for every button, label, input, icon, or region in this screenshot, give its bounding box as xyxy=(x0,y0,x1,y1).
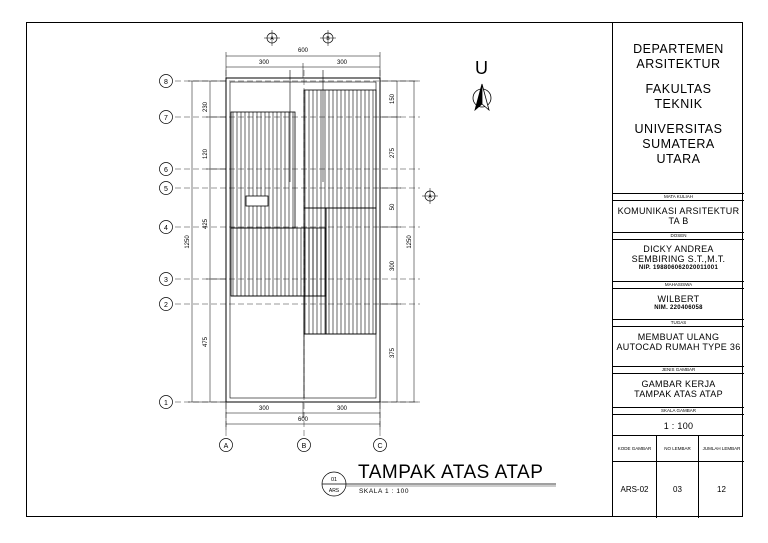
roof-hatch-areas xyxy=(230,70,377,398)
sheet-count-label: JUMLAH LEMBAR xyxy=(699,436,744,462)
drawing-type-line-2: TAMPAK ATAS ATAP xyxy=(634,389,723,399)
lecturer-nip: NIP. 198806062020011001 xyxy=(638,265,719,271)
grid-col-bubbles xyxy=(219,438,387,452)
north-arrow-icon xyxy=(472,83,492,112)
grid-col-label-c: C xyxy=(377,443,382,450)
sheet-info-table: KODE GAMBAR NO LEMBAR JUMLAH LEMBAR ARS-… xyxy=(613,435,744,518)
dim-top-left: 300 xyxy=(259,60,270,66)
dim-left-seg1: 230 xyxy=(203,101,209,112)
dimension-right xyxy=(380,80,418,403)
dim-bottom-right: 300 xyxy=(337,406,348,412)
dim-right-seg4: 300 xyxy=(390,260,396,271)
grid-col-label-b: B xyxy=(302,443,307,450)
lecturer-name-1: DICKY ANDREA xyxy=(643,244,714,254)
section-mark-label-2: B xyxy=(326,36,330,42)
dim-left-seg4: 475 xyxy=(203,336,209,347)
title-block: DEPARTEMEN ARSITEKTUR FAKULTAS TEKNIK UN… xyxy=(612,22,744,518)
grid-row-label-4: 4 xyxy=(164,225,168,232)
north-label: U xyxy=(475,58,488,78)
dimension-bottom xyxy=(225,402,381,430)
view-title-symbol xyxy=(321,471,556,497)
course-value: KOMUNIKASI ARSITEKTUR TA B xyxy=(613,206,744,226)
university-line-2: SUMATERA xyxy=(642,137,715,151)
grid-row-bubbles xyxy=(159,74,173,409)
university-line-1: UNIVERSITAS xyxy=(634,122,723,136)
grid-col-bubble-labels: A B C xyxy=(224,443,383,450)
section-mark-label-1: A xyxy=(270,36,274,42)
dim-left-total: 1250 xyxy=(185,235,191,249)
dimension-left xyxy=(188,80,226,403)
sheet-number-value: 03 xyxy=(657,462,699,518)
student-label: MAHASISWA xyxy=(613,281,744,289)
drawing-scale: SKALA 1 : 100 xyxy=(359,488,410,495)
grid-row-label-6: 6 xyxy=(164,167,168,174)
grid-row-label-8: 8 xyxy=(164,79,168,86)
dim-left-seg2: 120 xyxy=(203,148,209,159)
faculty-line-2: TEKNIK xyxy=(654,97,703,111)
dept-line-1: DEPARTEMEN xyxy=(633,42,724,56)
dept-line-2: ARSITEKTUR xyxy=(636,57,721,71)
course-value-line-2: TA B xyxy=(668,216,689,226)
sheet-code-label: KODE GAMBAR xyxy=(613,436,657,462)
grid-row-label-1: 1 xyxy=(164,400,168,407)
lecturer-value: DICKY ANDREA SEMBIRING S.T.,M.T. NIP. 19… xyxy=(613,244,744,272)
view-code: ARS xyxy=(329,488,340,494)
grid-row-label-7: 7 xyxy=(164,115,168,122)
student-nim: NIM. 220406058 xyxy=(654,305,703,311)
grid-row-label-2: 2 xyxy=(164,302,168,309)
grid-row-label-3: 3 xyxy=(164,277,168,284)
student-value: WILBERT NIM. 220406058 xyxy=(613,294,744,312)
drawing-type-line-1: GAMBAR KERJA xyxy=(641,379,716,389)
dim-bottom-total: 600 xyxy=(298,417,309,423)
task-value: MEMBUAT ULANG AUTOCAD RUMAH TYPE 36 xyxy=(613,332,744,352)
lecturer-name-2: SEMBIRING S.T.,M.T. xyxy=(631,254,726,264)
dim-top-right: 300 xyxy=(337,60,348,66)
dimension-top xyxy=(225,52,381,78)
grid-row-label-5: 5 xyxy=(164,186,168,193)
faculty-line-1: FAKULTAS xyxy=(645,82,712,96)
section-mark-label-3: A xyxy=(428,194,432,200)
dim-right-seg2: 275 xyxy=(390,147,396,158)
student-name: WILBERT xyxy=(657,294,700,304)
sheet-count-value: 12 xyxy=(717,485,726,494)
task-value-line-2: AUTOCAD RUMAH TYPE 36 xyxy=(616,342,741,352)
task-label: TUGAS xyxy=(613,319,744,327)
drawing-title: TAMPAK ATAS ATAP xyxy=(358,462,544,483)
dim-bottom-left: 300 xyxy=(259,406,270,412)
scale-label: SKALA GAMBAR xyxy=(613,407,744,415)
sheet-code-value: ARS-02 xyxy=(613,462,657,518)
task-value-line-1: MEMBUAT ULANG xyxy=(637,332,720,342)
scale-value: 1 : 100 xyxy=(663,421,694,431)
dim-top-total: 600 xyxy=(298,48,309,54)
institution-header: DEPARTEMEN ARSITEKTUR FAKULTAS TEKNIK UN… xyxy=(613,42,744,167)
grid-row-bubble-labels: 8 7 6 5 4 3 2 1 xyxy=(164,79,168,407)
drawing-type-value: GAMBAR KERJA TAMPAK ATAS ATAP xyxy=(613,379,744,399)
dim-right-seg5: 375 xyxy=(390,347,396,358)
course-label: MATA KULIAH xyxy=(613,193,744,201)
lecturer-label: DOSEN xyxy=(613,232,744,240)
drawing-sheet-border xyxy=(26,22,743,517)
course-value-line-1: KOMUNIKASI ARSITEKTUR xyxy=(617,206,740,216)
view-number: 01 xyxy=(331,477,337,483)
dim-right-seg3: 50 xyxy=(390,203,396,210)
dim-right-seg1: 150 xyxy=(390,93,396,104)
dim-left-seg3: 425 xyxy=(203,218,209,229)
dim-right-total: 1250 xyxy=(407,235,413,249)
section-markers xyxy=(264,30,438,204)
sheet-number-label: NO LEMBAR xyxy=(657,436,699,462)
university-line-3: UTARA xyxy=(656,152,701,166)
grid-col-label-a: A xyxy=(224,443,229,450)
drawing-type-label: JENIS GAMBAR xyxy=(613,366,744,374)
